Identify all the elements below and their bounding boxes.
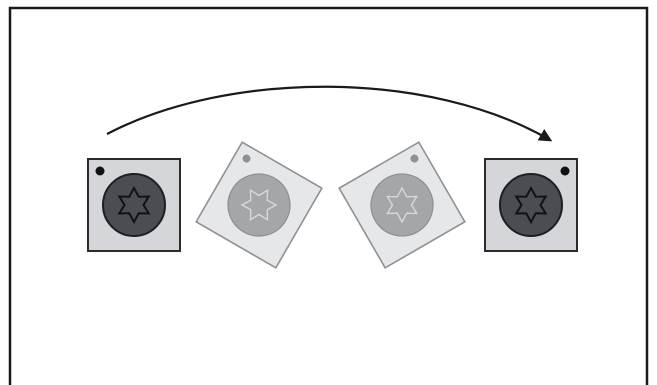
frames-group bbox=[87, 141, 578, 269]
orientation-dot bbox=[242, 154, 251, 163]
six-point-star-icon bbox=[514, 185, 548, 225]
frame-1 bbox=[87, 158, 181, 252]
disc bbox=[102, 173, 166, 237]
frame-3 bbox=[338, 141, 466, 269]
orientation-dot bbox=[95, 166, 105, 176]
frame-border bbox=[8, 6, 649, 385]
disc bbox=[227, 173, 291, 237]
orientation-dot bbox=[410, 154, 419, 163]
frame-4 bbox=[484, 158, 578, 252]
orientation-dot bbox=[560, 166, 570, 176]
six-point-star-icon bbox=[117, 185, 151, 225]
six-point-star-icon bbox=[240, 189, 278, 221]
disc bbox=[370, 173, 434, 237]
frame-2 bbox=[195, 141, 323, 269]
rotation-arrow bbox=[106, 85, 553, 142]
disc bbox=[499, 173, 563, 237]
six-point-star-icon bbox=[386, 186, 418, 224]
